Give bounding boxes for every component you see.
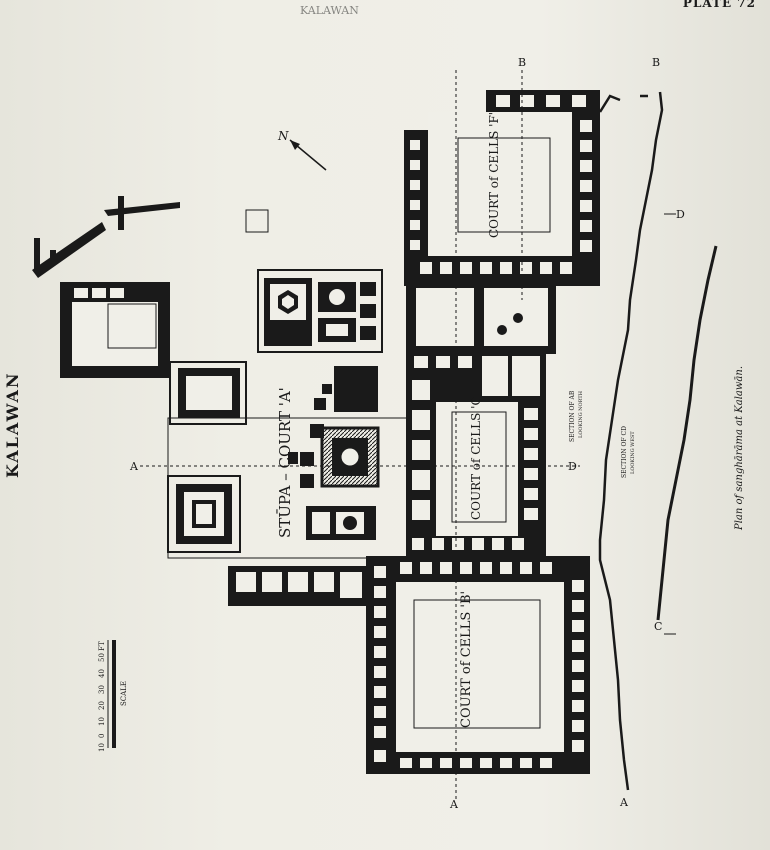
scale-tick-2: 10 [98, 717, 106, 726]
section-ab-profile [598, 91, 664, 791]
marker-a-right: A [619, 796, 629, 809]
section-cd-title: SECTION OF CD [621, 426, 628, 478]
fragment-walls [32, 196, 269, 278]
marker-d-right: D [676, 208, 685, 221]
scale-tick-1: 0 [98, 734, 106, 738]
scale-tick-6: 50 FT [98, 641, 106, 662]
scale-tick-4: 30 [98, 685, 106, 694]
marker-c-right: C [654, 620, 662, 633]
section-ab-sub: LOOKING NORTH [578, 390, 584, 438]
court-b-label: COURT of CELLS 'B' [459, 591, 474, 728]
marker-d-center: D [568, 460, 577, 473]
court-c [406, 348, 546, 556]
section-cd-profile [656, 245, 718, 621]
court-b [366, 556, 590, 774]
caption: Plan of sanghārāma at Kalawān. [734, 366, 745, 531]
west-buildings [167, 361, 368, 606]
middle-block [406, 280, 556, 354]
section-cd-sub: LOOKING WEST [630, 431, 636, 474]
marker-a-bottom: A [449, 798, 459, 811]
scale-tick-3: 20 [98, 701, 106, 710]
stupa-court-a [167, 366, 409, 559]
marker-b-right: B [652, 56, 660, 69]
northwest-building [60, 282, 170, 378]
stupa-court-a-label: STŪPA – COURT 'A' [276, 387, 294, 538]
plate-number: PLATE 72 [682, 0, 756, 10]
monument-complex [257, 269, 383, 353]
court-c-label: COURT of CELLS 'C' [469, 393, 483, 520]
marker-a-left: A [129, 460, 139, 473]
scale-tick-5: 40 [98, 669, 106, 678]
scale-bar [107, 640, 116, 748]
scale-tick-0: 10 [98, 743, 106, 752]
north-arrow [289, 139, 327, 171]
court-f-label: COURT of CELLS 'F' [487, 112, 501, 238]
north-label: N [277, 129, 289, 143]
site-title: KALAWAN [3, 371, 22, 478]
marker-b-top: B [518, 56, 526, 69]
court-f [404, 90, 600, 286]
header-faint: KALAWAN [300, 4, 359, 17]
section-ab-title: SECTION OF AB [569, 390, 576, 442]
section-lines [140, 70, 580, 800]
scale-label: SCALE [120, 681, 128, 706]
